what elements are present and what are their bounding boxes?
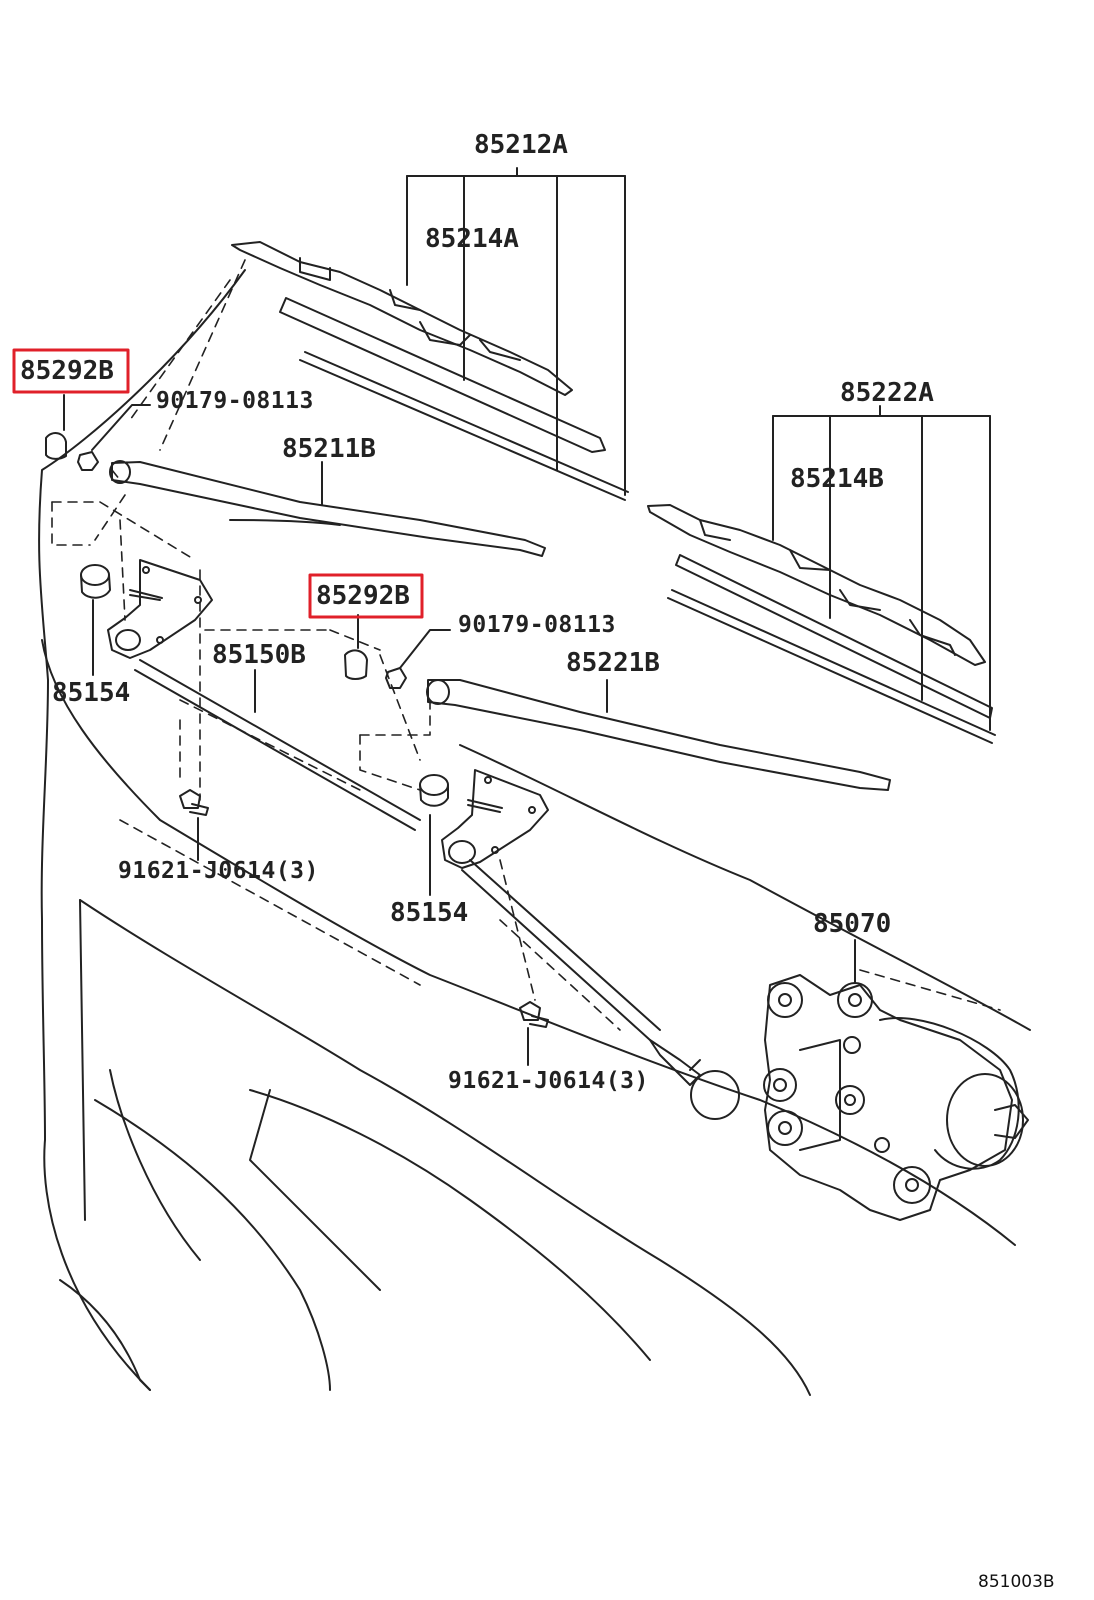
label-85211B: 85211B [282, 434, 376, 464]
cap-85292B-left [45, 432, 67, 460]
nut-90179-left [77, 451, 99, 471]
label-85154-left: 85154 [52, 678, 131, 708]
highlight-box-85292B-left [12, 348, 130, 394]
label-91621-J0614-center: 91621-J0614(3) [448, 1068, 649, 1094]
label-85214B: 85214B [790, 464, 884, 494]
label-85214A: 85214A [425, 224, 519, 254]
wiper-arm-85211B [109, 460, 546, 557]
label-85212A: 85212A [474, 130, 568, 160]
body-outline [38, 269, 1031, 1396]
figure-code: 851003B [978, 1572, 1055, 1592]
cap-85292B-center [344, 649, 368, 680]
label-85292B-left: 85292B [20, 356, 114, 386]
leader-lines [63, 167, 991, 1066]
wiper-arm-85221B [426, 679, 891, 791]
label-85150B: 85150B [212, 640, 306, 670]
link-rod-85150B [134, 659, 740, 1120]
label-85070: 85070 [813, 909, 892, 939]
label-85222A: 85222A [840, 378, 934, 408]
pivot-85154-center [419, 769, 549, 869]
label-90179-08113-left: 90179-08113 [156, 388, 314, 414]
wiper-blade-right [647, 504, 996, 744]
label-90179-08113-center: 90179-08113 [458, 612, 616, 638]
bolt-91621-left [179, 789, 209, 816]
pivot-85154-left [80, 559, 213, 659]
label-85221B: 85221B [566, 648, 660, 678]
label-91621-J0614-left: 91621-J0614(3) [118, 858, 319, 884]
label-85292B-center: 85292B [316, 581, 410, 611]
wiper-blade-left [231, 241, 629, 501]
wiper-motor-85070 [763, 974, 1029, 1221]
bolt-91621-center [519, 1001, 549, 1028]
highlight-box-85292B-center [308, 573, 424, 619]
label-85154-center: 85154 [390, 898, 469, 928]
dashed-guides [51, 259, 1001, 1031]
